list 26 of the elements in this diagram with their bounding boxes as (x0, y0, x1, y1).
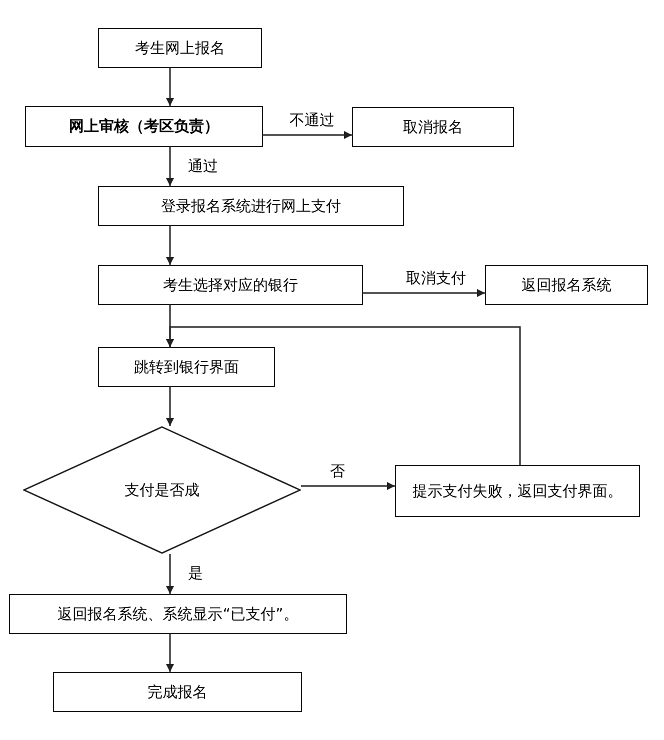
process-box: 取消报名 (352, 107, 514, 147)
arrow (166, 68, 174, 106)
arrow (166, 634, 174, 672)
arrow (301, 482, 395, 490)
process-box: 返回报名系统 (485, 265, 648, 305)
arrow (166, 226, 174, 265)
process-box: 网上审核（考区负责） (25, 106, 263, 147)
edge-label: 是 (186, 564, 205, 583)
edge-label: 不通过 (288, 111, 336, 130)
process-box: 提示支付失败，返回支付界面。 (395, 465, 640, 517)
arrow (166, 326, 521, 465)
arrow (166, 554, 174, 594)
process-box: 考生选择对应的银行 (98, 265, 363, 305)
arrow (166, 387, 174, 426)
arrow (263, 131, 352, 139)
process-box: 考生网上报名 (98, 28, 262, 68)
process-box: 完成报名 (53, 672, 302, 712)
edge-label: 通过 (186, 156, 220, 176)
edge-label: 否 (328, 462, 347, 481)
arrow (363, 289, 485, 297)
process-box: 登录报名系统进行网上支付 (98, 186, 404, 226)
decision-diamond: 支付是否成 (23, 426, 301, 554)
process-box: 跳转到银行界面 (98, 347, 275, 387)
edge-label: 取消支付 (404, 269, 468, 288)
arrow (166, 147, 174, 186)
process-box: 返回报名系统、系统显示“已支付”。 (9, 594, 347, 634)
